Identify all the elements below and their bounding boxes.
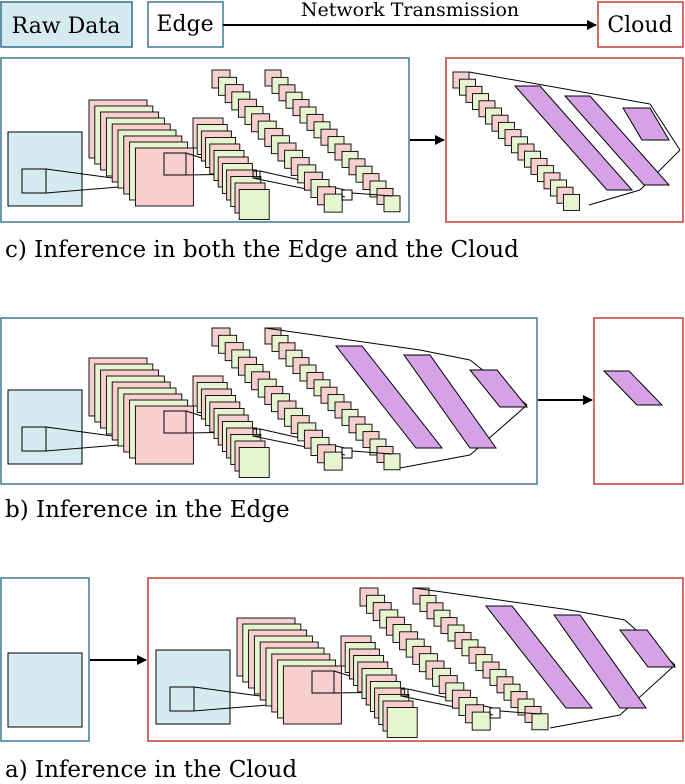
panel-a-edge-box <box>0 577 90 742</box>
cloud-fc-layer-2 <box>563 95 671 186</box>
conv2-kernel <box>400 688 409 697</box>
legend-raw-data-box <box>0 1 133 48</box>
projection-1 <box>45 168 157 194</box>
caption-c: c) Inference in both the Edge and the Cl… <box>5 237 519 263</box>
cloud-outline-bottom <box>549 714 621 729</box>
legend: Raw Data Edge Network Transmission Cloud <box>0 0 684 48</box>
panel-b: b) Inference in the Edge <box>0 317 684 523</box>
panel-c-cloud-network <box>452 71 681 211</box>
panel-b-cloud-box <box>593 317 684 485</box>
conv3-kernel <box>341 189 353 201</box>
panel-b-edge-box <box>0 317 538 485</box>
projection-4 <box>351 450 393 455</box>
caption-a: a) Inference in the Cloud <box>5 757 297 783</box>
conv2-kernel <box>252 428 261 437</box>
edge-fc-layer-1 <box>334 345 444 449</box>
projection-1 <box>193 686 305 712</box>
cloud-fc-layer-3 <box>622 107 670 141</box>
cloud-fc-layer-1 <box>484 605 594 709</box>
conv2-kernel <box>252 170 261 179</box>
conv4-map <box>531 713 549 731</box>
panel-b-edge-network <box>7 327 529 478</box>
edge-fc-layer-2 <box>403 354 497 449</box>
caption-b: b) Inference in the Edge <box>5 497 290 523</box>
edge-outline-top-b <box>419 349 471 361</box>
network-transmission-label: Network Transmission <box>301 0 519 21</box>
conv2-map <box>238 189 270 220</box>
panel-c-edge-network <box>7 69 401 220</box>
conv2-map <box>238 447 270 478</box>
panel-a-cloud-network <box>155 587 677 738</box>
legend-raw-data-label: Raw Data <box>12 14 121 39</box>
edge-fc-layer-3 <box>468 369 529 408</box>
legend-edge-label: Edge <box>156 12 213 37</box>
projection-1 <box>45 426 157 452</box>
edge-outline-top-a <box>264 327 421 351</box>
legend-edge-box <box>147 1 224 48</box>
cloud-outline-right <box>649 103 681 151</box>
panel-a-raw-input <box>7 652 83 728</box>
cloud-outline-top-b <box>569 609 626 621</box>
panel-c-cloud-box <box>445 57 684 223</box>
conv4-map <box>383 195 401 213</box>
cloud-outline-top <box>468 71 651 105</box>
legend-cloud-label: Cloud <box>607 13 672 38</box>
conv3-map <box>323 451 343 471</box>
edge-outline-bottom <box>399 454 471 469</box>
conv3-kernel <box>341 447 353 459</box>
conv3-kernel <box>489 707 501 719</box>
panel-b-cloud-output-layer <box>602 370 664 406</box>
projection-4 <box>351 192 393 197</box>
cloud-conv-map <box>563 193 580 211</box>
conv1-map <box>134 147 194 207</box>
conv3-map <box>323 193 343 213</box>
panel-c-edge-box <box>0 57 410 223</box>
conv4-map <box>383 453 401 471</box>
panel-c: c) Inference in both the Edge and the Cl… <box>0 57 684 263</box>
panel-a: a) Inference in the Cloud <box>0 577 684 783</box>
cloud-outline-top-a <box>413 587 571 611</box>
projection-4 <box>499 710 541 715</box>
cloud-fc-layer-2 <box>553 614 647 709</box>
panel-a-cloud-box <box>147 577 684 742</box>
cloud-fc-layer-3 <box>618 629 677 668</box>
conv3-map <box>471 711 491 731</box>
cloud-outline-bottom <box>588 189 641 206</box>
conv2-map <box>386 707 418 738</box>
legend-cloud-box <box>597 1 684 48</box>
cloud-fc-layer-1 <box>513 85 634 191</box>
